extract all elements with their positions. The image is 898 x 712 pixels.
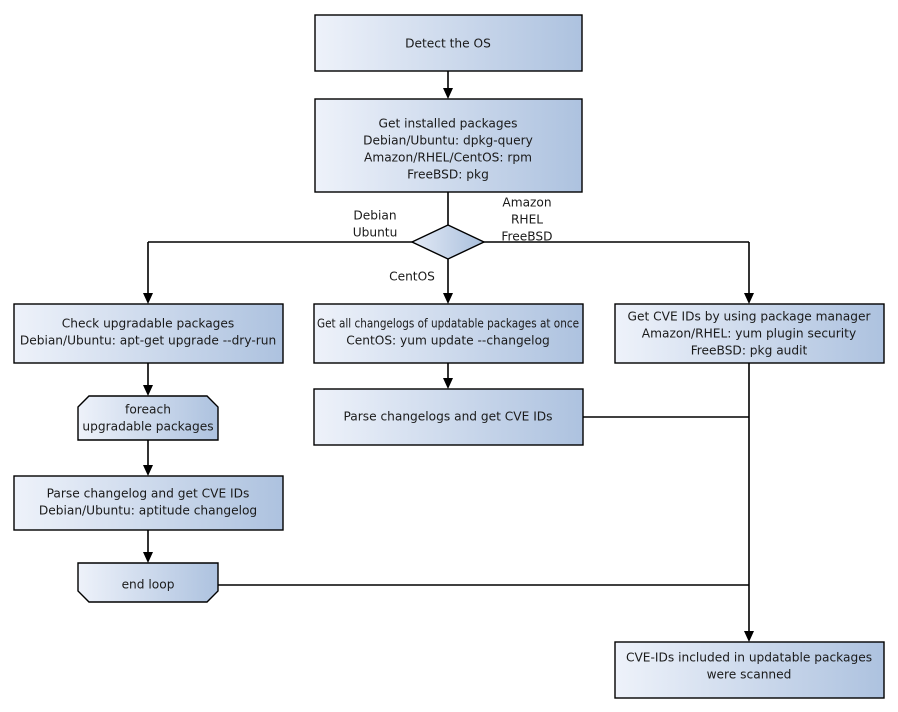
parse-changelogs-center-label: Parse changelogs and get CVE IDs bbox=[343, 410, 552, 424]
check-upgradable-line-2: Debian/Ubuntu: apt-get upgrade --dry-run bbox=[20, 334, 276, 348]
check-upgradable-box[interactable] bbox=[13, 303, 284, 364]
get-all-changelogs-box[interactable] bbox=[313, 303, 584, 364]
edge-label-freebsd: FreeBSD bbox=[501, 230, 552, 244]
arrow-trunk-to-scan-complete bbox=[744, 631, 754, 642]
edge-label-rhel: RHEL bbox=[511, 213, 543, 227]
edge-label-debian: Debian bbox=[353, 209, 396, 223]
foreach-loop-start-line-1: foreach bbox=[125, 403, 171, 417]
arrow-parse-to-endloop bbox=[143, 552, 153, 563]
edge-labels-layer: Debian Ubuntu Amazon RHEL FreeBSD CentOS bbox=[353, 196, 553, 284]
edges-layer bbox=[143, 71, 754, 642]
node-detect-os[interactable]: Detect the OS bbox=[314, 14, 583, 72]
arrow-check-to-foreach bbox=[143, 385, 153, 396]
node-scan-complete[interactable]: CVE-IDs included in updatable packages w… bbox=[614, 641, 885, 699]
parse-changelog-left-box[interactable] bbox=[13, 475, 284, 531]
get-cve-ids-pkgmgr-box[interactable] bbox=[614, 303, 885, 364]
detect-os-label: Detect the OS bbox=[405, 37, 491, 51]
get-cve-ids-pkgmgr-line-2: Amazon/RHEL: yum plugin security bbox=[642, 327, 856, 341]
foreach-loop-start-line-2: upgradable packages bbox=[82, 420, 213, 434]
foreach-loop-start-shape[interactable] bbox=[77, 395, 219, 441]
scan-complete-line-2: were scanned bbox=[707, 668, 792, 682]
check-upgradable-line-1: Check upgradable packages bbox=[62, 317, 235, 331]
edge-label-centos: CentOS bbox=[389, 270, 435, 284]
node-parse-changelogs-center[interactable]: Parse changelogs and get CVE IDs bbox=[313, 388, 584, 446]
arrow-decision-to-get-cve-ids bbox=[744, 293, 754, 304]
node-foreach-loop-start[interactable]: foreach upgradable packages bbox=[77, 395, 219, 441]
get-cve-ids-pkgmgr-line-3: FreeBSD: pkg audit bbox=[691, 344, 808, 358]
get-all-changelogs-line-2: CentOS: yum update --changelog bbox=[346, 334, 550, 348]
get-cve-ids-pkgmgr-line-1: Get CVE IDs by using package manager bbox=[628, 310, 872, 324]
parse-changelogs-center-box[interactable] bbox=[313, 388, 584, 446]
arrow-detect-to-installed bbox=[443, 88, 453, 99]
arrow-foreach-to-parse bbox=[143, 465, 153, 476]
edge-label-amazon: Amazon bbox=[502, 196, 551, 210]
os-decision-diamond[interactable] bbox=[410, 224, 486, 260]
node-end-loop[interactable]: end loop bbox=[77, 562, 219, 603]
node-os-decision[interactable] bbox=[410, 224, 486, 260]
node-check-upgradable[interactable]: Check upgradable packages Debian/Ubuntu:… bbox=[13, 303, 284, 364]
get-all-changelogs-line-1: Get all changelogs of updatable packages… bbox=[317, 317, 579, 331]
get-installed-packages-line-3: Amazon/RHEL/CentOS: rpm bbox=[364, 151, 532, 165]
get-installed-packages-box[interactable] bbox=[314, 98, 583, 193]
node-get-all-changelogs[interactable]: Get all changelogs of updatable packages… bbox=[313, 303, 584, 364]
scan-complete-line-1: CVE-IDs included in updatable packages bbox=[626, 651, 872, 665]
arrow-decision-to-check-upgradable bbox=[143, 293, 153, 304]
node-get-cve-ids-pkgmgr[interactable]: Get CVE IDs by using package manager Ama… bbox=[614, 303, 885, 364]
node-get-installed-packages[interactable]: Get installed packages Debian/Ubuntu: dp… bbox=[314, 98, 583, 193]
edge-label-ubuntu: Ubuntu bbox=[353, 226, 398, 240]
end-loop-label: end loop bbox=[122, 578, 175, 592]
parse-changelog-left-line-1: Parse changelog and get CVE IDs bbox=[47, 487, 250, 501]
arrow-changelogs-to-parsecenter bbox=[443, 378, 453, 389]
end-loop-shape[interactable] bbox=[77, 562, 219, 603]
get-installed-packages-line-4: FreeBSD: pkg bbox=[407, 168, 489, 182]
get-installed-packages-line-1: Get installed packages bbox=[379, 117, 518, 131]
scan-complete-box[interactable] bbox=[614, 641, 885, 699]
get-installed-packages-line-2: Debian/Ubuntu: dpkg-query bbox=[363, 134, 533, 148]
detect-os-box[interactable] bbox=[314, 14, 583, 72]
arrow-decision-to-changelogs bbox=[443, 293, 453, 304]
node-parse-changelog-left[interactable]: Parse changelog and get CVE IDs Debian/U… bbox=[13, 475, 284, 531]
parse-changelog-left-line-2: Debian/Ubuntu: aptitude changelog bbox=[39, 504, 257, 518]
